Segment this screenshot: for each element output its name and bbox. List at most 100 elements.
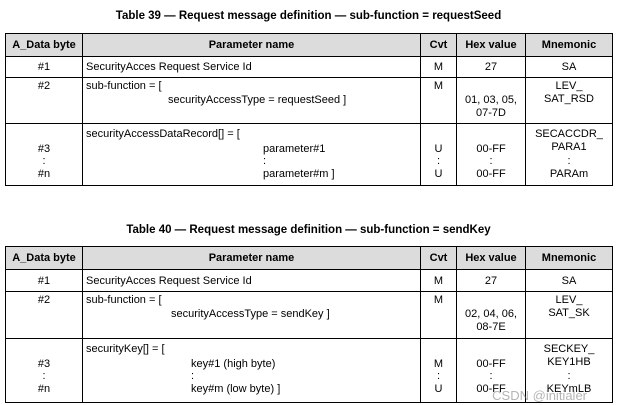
cell-hex: 01, 03, 05, 07-7D: [456, 77, 526, 124]
mnemonic-value: SECACCDR_: [535, 128, 603, 140]
param-line: key#m (low byte) ]: [191, 383, 281, 395]
col-header-cvt: Cvt: [420, 246, 457, 270]
hex-value: 00-FF: [476, 358, 506, 370]
col-header-cvt: Cvt: [420, 33, 457, 57]
hex-dots: :: [489, 370, 493, 382]
cell-param: securityAccessDataRecord[] = [ parameter…: [82, 123, 421, 186]
cell-cvt: M: [420, 269, 457, 292]
cell-byte: #3 : #n: [5, 123, 83, 186]
cell-hex: 02, 04, 06, 08-7E: [456, 291, 526, 339]
hex-dots: :: [489, 155, 493, 167]
table-39: A_Data byte Parameter name Cvt Hex value…: [5, 33, 613, 186]
cell-byte: #2: [5, 77, 83, 124]
hex-value: 00-FF: [476, 383, 506, 395]
col-header-parameter-name: Parameter name: [82, 246, 421, 270]
param-line: parameter#m ]: [263, 168, 335, 180]
hex-value: 07-7D: [476, 107, 506, 119]
byte-dots: :: [42, 370, 46, 382]
mnemonic-value: SECKEY_: [543, 343, 595, 355]
byte-label: #3: [37, 358, 51, 370]
cell-param: sub-function = [ securityAccessType = re…: [82, 77, 421, 124]
mnemonic-value: PARA1: [551, 141, 587, 153]
col-header-a-data-byte: A_Data byte: [5, 246, 83, 270]
mnemonic-value: LEV_: [555, 80, 583, 92]
cell-hex: 00-FF : 00-FF: [456, 123, 526, 186]
cvt-dots: :: [436, 155, 441, 167]
byte-label: #n: [37, 383, 51, 395]
table-40: A_Data byte Parameter name Cvt Hex value…: [5, 246, 613, 403]
mnemonic-value: KEY1HB: [547, 356, 591, 368]
param-line: key#1 (high byte): [191, 358, 276, 370]
table-row: #1 SecurityAcces Request Service Id M 27…: [5, 56, 613, 78]
byte-label: #3: [37, 143, 51, 155]
col-header-mnemonic: Mnemonic: [525, 246, 613, 270]
cvt-value: U: [434, 383, 443, 395]
hex-value: 02, 04, 06,: [465, 308, 517, 320]
table-header-row: A_Data byte Parameter name Cvt Hex value…: [5, 246, 613, 270]
cell-cvt: M : U: [420, 338, 457, 403]
cvt-value: U: [434, 168, 443, 180]
col-header-mnemonic: Mnemonic: [525, 33, 613, 57]
watermark-text: CSDN @initialer: [492, 388, 587, 403]
table-header-row: A_Data byte Parameter name Cvt Hex value…: [5, 33, 613, 57]
mnemonic-dots: :: [567, 370, 571, 382]
table-row: #1 SecurityAcces Request Service Id M 27…: [5, 269, 613, 292]
table-40-caption: Table 40 — Request message definition — …: [126, 224, 491, 236]
cell-mnemonic: SA: [525, 56, 613, 78]
cell-cvt: M: [420, 56, 457, 78]
col-header-hex-value: Hex value: [456, 246, 526, 270]
cell-cvt: M: [420, 291, 457, 339]
param-line: sub-function = [: [86, 294, 162, 306]
table-row: #3 : #n securityAccessDataRecord[] = [ p…: [5, 123, 613, 186]
cvt-dots: :: [436, 370, 441, 382]
cell-hex: 27: [456, 269, 526, 292]
param-line: sub-function = [: [86, 80, 162, 92]
table-39-caption: Table 39 — Request message definition — …: [115, 10, 502, 22]
param-line: securityKey[] = [: [86, 343, 165, 355]
hex-value: 00-FF: [476, 168, 506, 180]
cell-mnemonic: LEV_ SAT_RSD: [525, 77, 613, 124]
col-header-hex-value: Hex value: [456, 33, 526, 57]
hex-value: 00-FF: [476, 143, 506, 155]
col-header-parameter-name: Parameter name: [82, 33, 421, 57]
mnemonic-value: SAT_RSD: [544, 93, 594, 105]
byte-label: #2: [37, 294, 51, 306]
cell-byte: #1: [5, 269, 83, 292]
cell-hex: 27: [456, 56, 526, 78]
cell-cvt: M: [420, 77, 457, 124]
cell-byte: #3 : #n: [5, 338, 83, 403]
cell-cvt: U : U: [420, 123, 457, 186]
cell-param: securityKey[] = [ key#1 (high byte) : ke…: [82, 338, 421, 403]
byte-dots: :: [42, 155, 46, 167]
table-row: #2 sub-function = [ securityAccessType =…: [5, 291, 613, 339]
mnemonic-value: LEV_: [555, 294, 583, 306]
table-row: #2 sub-function = [ securityAccessType =…: [5, 77, 613, 124]
cell-param: SecurityAcces Request Service Id: [82, 269, 421, 292]
table-row: #3 : #n securityKey[] = [ key#1 (high by…: [5, 338, 613, 403]
cell-mnemonic: SECACCDR_ PARA1 : PARAm: [525, 123, 613, 186]
mnemonic-value: PARAm: [549, 168, 589, 180]
cvt-value: M: [433, 358, 444, 370]
mnemonic-value: SAT_SK: [548, 307, 590, 319]
byte-label: #2: [37, 80, 51, 92]
cell-byte: #2: [5, 291, 83, 339]
hex-value: 01, 03, 05,: [465, 94, 517, 106]
param-line: securityAccessType = sendKey ]: [171, 308, 330, 320]
param-line: securityAccessDataRecord[] = [: [86, 128, 240, 140]
byte-label: #n: [37, 168, 51, 180]
mnemonic-value: KEYmLB: [546, 383, 592, 395]
hex-value: 08-7E: [476, 321, 506, 333]
param-line: securityAccessType = requestSeed ]: [168, 94, 347, 106]
col-header-a-data-byte: A_Data byte: [5, 33, 83, 57]
cell-byte: #1: [5, 56, 83, 78]
cell-hex: 00-FF : 00-FF: [456, 338, 526, 403]
param-line: parameter#1: [263, 143, 326, 155]
cell-param: sub-function = [ securityAccessType = se…: [82, 291, 421, 339]
cell-mnemonic: SA: [525, 269, 613, 292]
cell-mnemonic: SECKEY_ KEY1HB : KEYmLB: [525, 338, 613, 403]
cell-param: SecurityAcces Request Service Id: [82, 56, 421, 78]
param-dots: :: [263, 155, 267, 167]
mnemonic-dots: :: [567, 155, 571, 167]
cvt-value: M: [433, 80, 444, 92]
cell-mnemonic: LEV_ SAT_SK: [525, 291, 613, 339]
